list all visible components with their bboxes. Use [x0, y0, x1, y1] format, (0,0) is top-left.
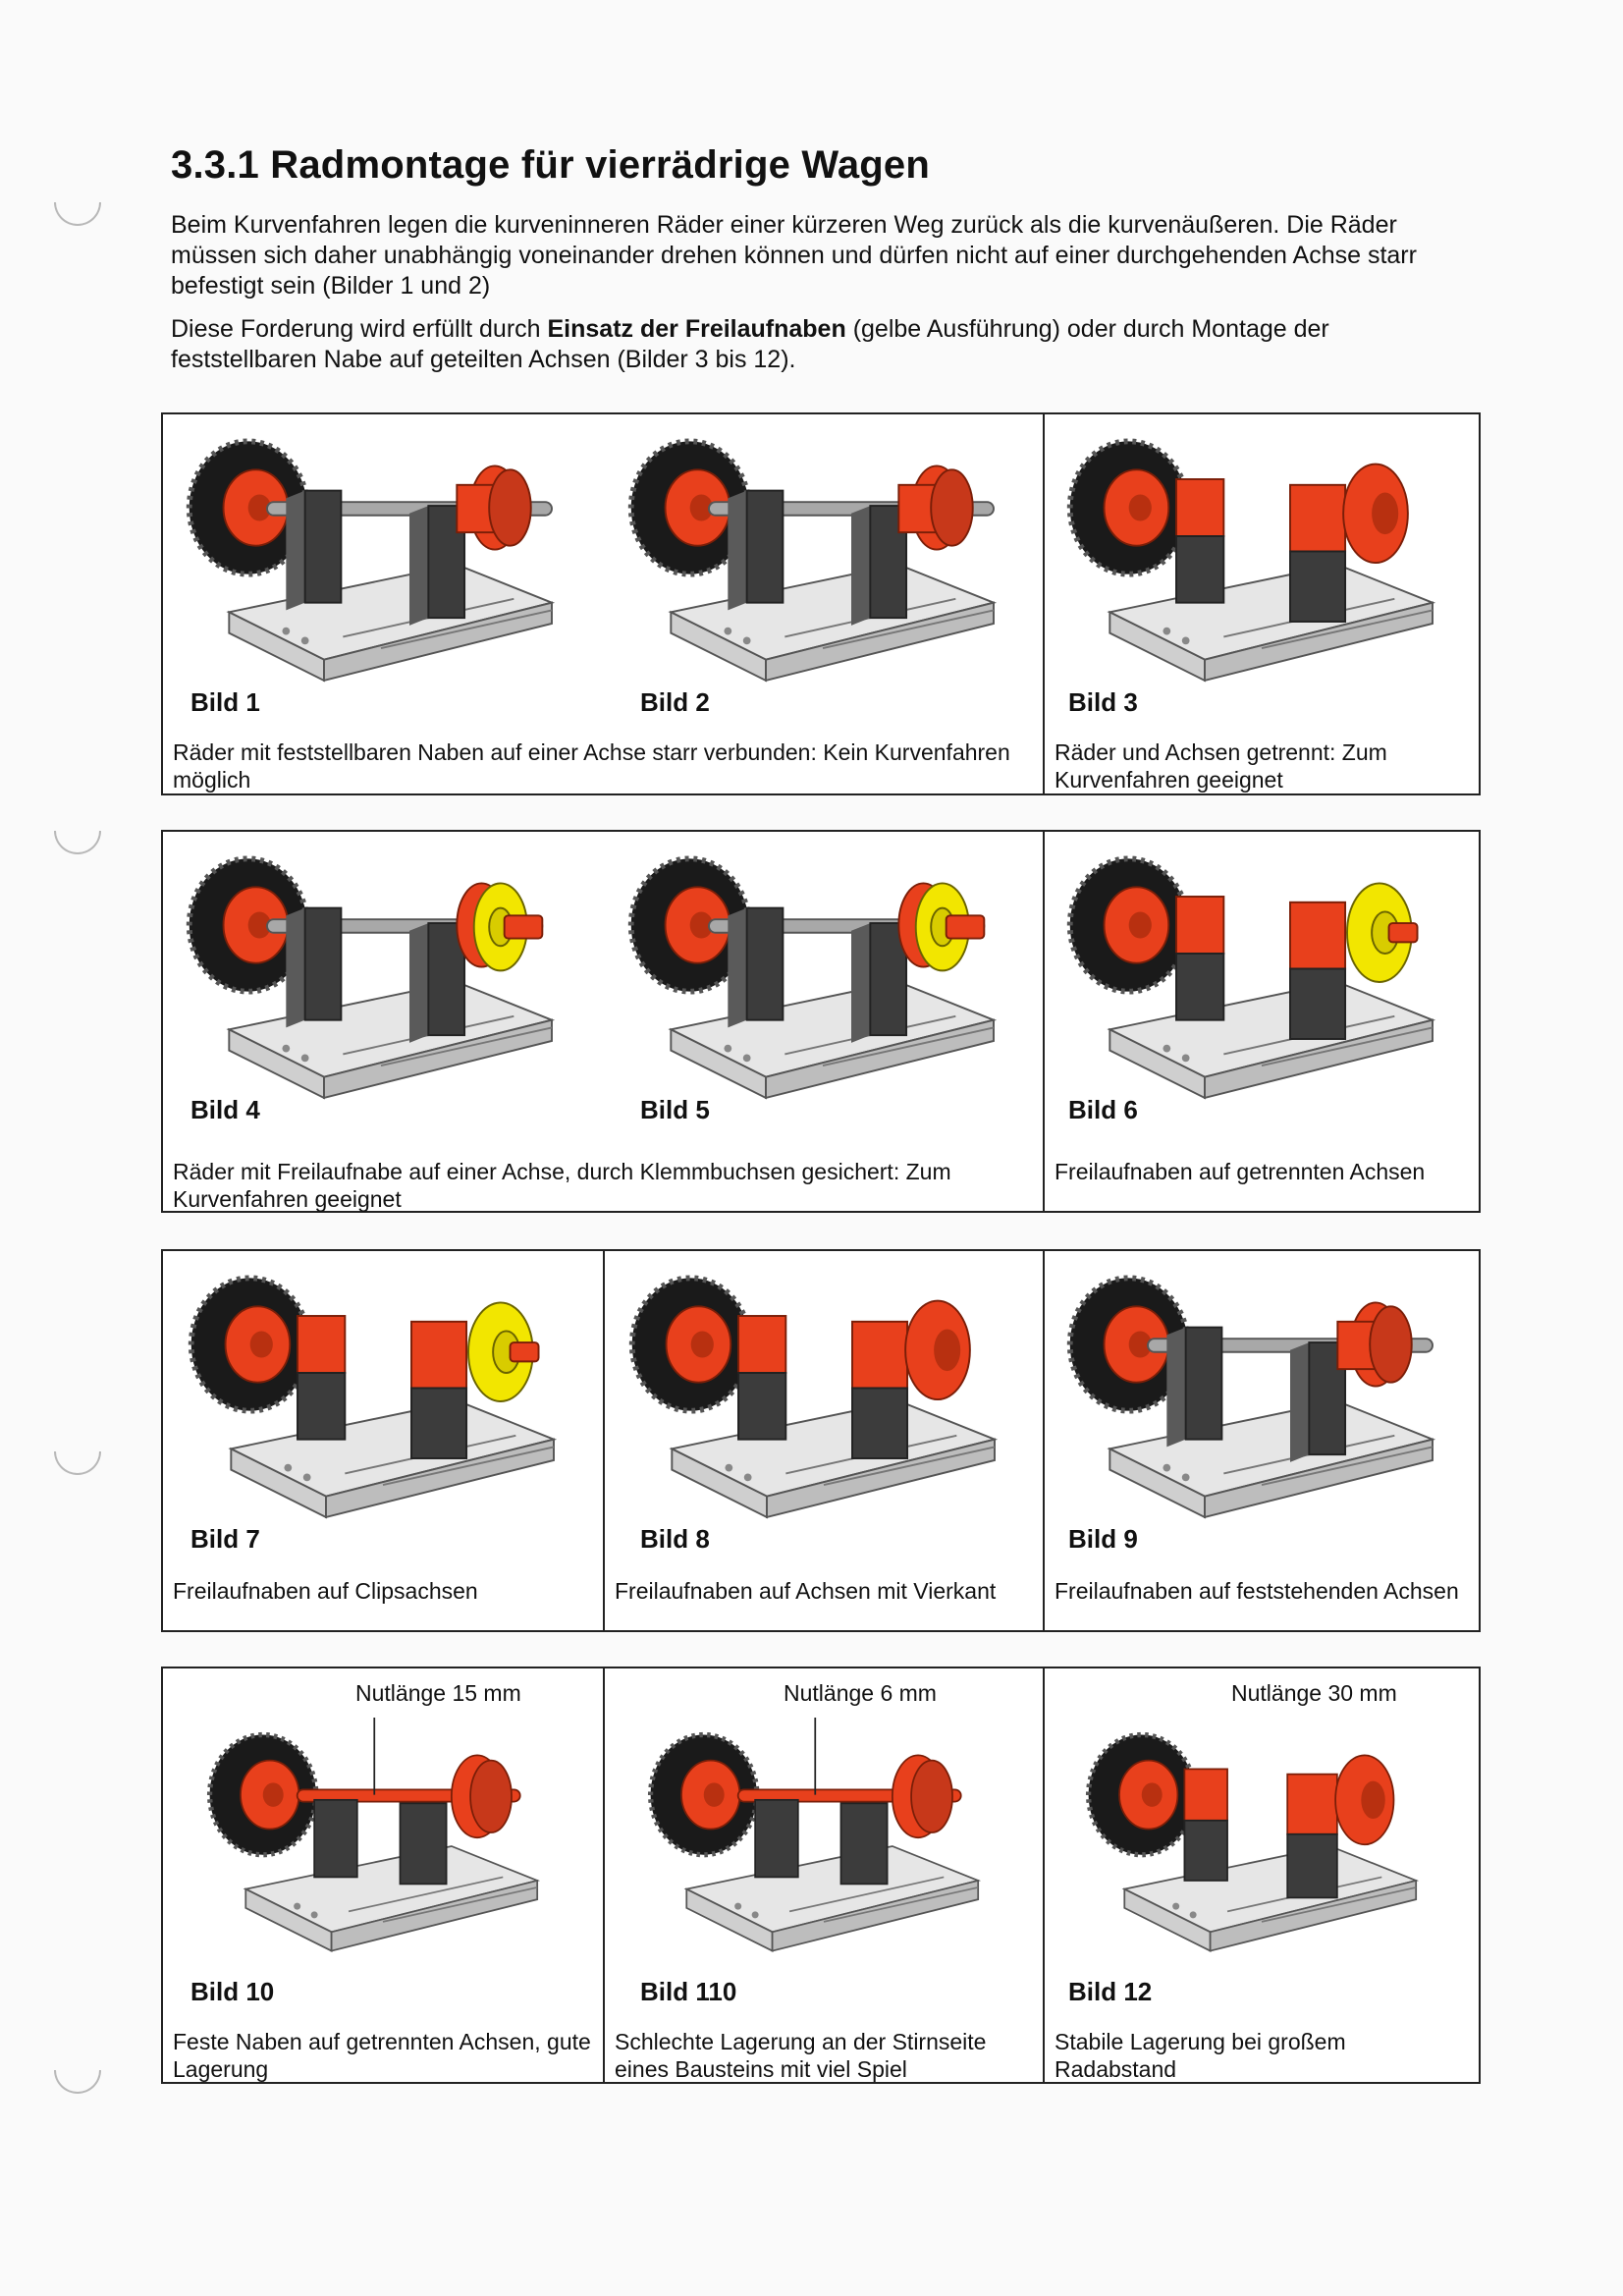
assembly-graphic: [1089, 1734, 1417, 1950]
figure-label: Bild 4: [190, 1095, 260, 1124]
figure-group-bild-7: Bild 7 Freilaufnaben auf Clipsachsen: [163, 1251, 603, 1630]
figure-caption: Freilaufnaben auf Clipsachsen: [173, 1578, 478, 1604]
figure-row-2: Bild 4 Bild 5 Räder mit Freilaufnabe auf…: [161, 830, 1481, 1213]
bearing-illustration: [171, 1718, 595, 1975]
figure-group-bild-12: Nutlänge 30 mm Bild 12 Stabile Lagerung …: [1043, 1668, 1479, 2082]
assembly-graphic: [191, 1278, 554, 1517]
groove-length-label: Nutlänge 6 mm: [784, 1680, 937, 1706]
figure-group-bild-4-5: Bild 4 Bild 5 Räder mit Freilaufnabe auf…: [163, 832, 1043, 1212]
bild-4-drawing: [171, 840, 591, 1124]
punch-hole-mark: [54, 831, 101, 854]
figure-group-bild-9: Bild 9 Freilaufnaben auf feststehenden A…: [1043, 1251, 1479, 1630]
figure-label: Bild 5: [640, 1095, 710, 1124]
requirement-text-start: Diese Forderung wird erfüllt durch: [171, 315, 548, 343]
bearing-illustration: [1053, 1718, 1471, 1975]
punch-hole-mark: [54, 2070, 101, 2094]
bild-5-drawing: [613, 840, 1033, 1124]
assembly-graphic: [1070, 441, 1433, 681]
figure-label: Bild 7: [190, 1524, 260, 1554]
figure-label: Bild 10: [190, 1977, 275, 2006]
figure-group-bild-10: Nutlänge 15 mm Bild 10 Feste Naben auf g…: [163, 1668, 603, 2082]
figure-label: Bild 9: [1068, 1524, 1138, 1554]
square-axle-illustration: [613, 1259, 1035, 1544]
figure-caption: Feste Naben auf getrennten Achsen, gute …: [173, 2029, 591, 2082]
assembly-graphic: [632, 1278, 995, 1517]
bild-8-drawing: [613, 1259, 1035, 1544]
bild-7-drawing: [171, 1259, 595, 1544]
bild-2-drawing: [613, 422, 1033, 707]
requirement-text-bold: Einsatz der Freilaufnaben: [547, 315, 846, 343]
figure-row-4: Nutlänge 15 mm Bild 10 Feste Naben auf g…: [161, 1667, 1481, 2084]
wheel-axle-yellow-hub-illustration: [171, 840, 591, 1124]
figure-caption: Räder mit feststellbaren Naben auf einer…: [173, 739, 1010, 793]
figure-group-bild-8: Bild 8 Freilaufnaben auf Achsen mit Vier…: [603, 1251, 1043, 1630]
bild-9-drawing: [1053, 1259, 1471, 1544]
figure-group-bild-110: Nutlänge 6 mm Bild 110 Schlechte Lagerun…: [603, 1668, 1043, 2082]
figure-label: Bild 6: [1068, 1095, 1138, 1124]
fixed-axle-illustration: [1053, 1259, 1471, 1544]
bild-10-drawing: [171, 1718, 595, 1975]
figure-caption: Stabile Lagerung bei großem Radabstand: [1055, 2029, 1346, 2082]
bearing-illustration: [613, 1718, 1035, 1975]
clip-axle-illustration: [171, 1259, 595, 1544]
requirement-text-end: (gelbe Ausführung) oder durch Montage de…: [171, 315, 1329, 373]
figure-group-bild-3: Bild 3 Räder und Achsen getrennt: Zum Ku…: [1043, 414, 1479, 793]
figure-label: Bild 110: [640, 1977, 737, 2006]
intro-paragraph: Beim Kurvenfahren legen die kurveninnere…: [171, 211, 1417, 300]
figure-caption: Freilaufnaben auf Achsen mit Vierkant: [615, 1578, 997, 1604]
bild-110-drawing: [613, 1718, 1035, 1975]
assembly-graphic: [631, 858, 994, 1098]
assembly-graphic: [1070, 858, 1433, 1098]
figure-row-1: Bild 1 Bild 2 Räder mit feststellbaren N…: [161, 412, 1481, 795]
groove-length-label: Nutlänge 30 mm: [1231, 1680, 1397, 1706]
groove-length-label: Nutlänge 15 mm: [355, 1680, 521, 1706]
bild-6-drawing: [1053, 840, 1471, 1124]
split-axle-yellow-hub-illustration: [1053, 840, 1471, 1124]
punch-hole-mark: [54, 202, 101, 226]
assembly-graphic: [651, 1718, 979, 1951]
wheel-axle-red-hub-illustration: [171, 422, 591, 707]
figure-label: Bild 1: [190, 687, 260, 717]
figure-caption: Freilaufnaben auf getrennten Achsen: [1055, 1159, 1426, 1184]
assembly-graphic: [1070, 1278, 1433, 1517]
assembly-graphic: [210, 1718, 538, 1951]
wheel-axle-yellow-hub-illustration: [613, 840, 1033, 1124]
punch-hole-mark: [54, 1451, 101, 1475]
figure-label: Bild 12: [1068, 1977, 1153, 2006]
figure-caption: Schlechte Lagerung an der Stirnseite ein…: [615, 2029, 987, 2082]
assembly-graphic: [189, 858, 552, 1098]
assembly-graphic: [189, 441, 552, 681]
wheel-axle-red-hub-illustration: [613, 422, 1033, 707]
figure-label: Bild 2: [640, 687, 710, 717]
bild-3-drawing: [1053, 422, 1471, 707]
split-axle-red-hub-illustration: [1053, 422, 1471, 707]
figure-group-bild-1-2: Bild 1 Bild 2 Räder mit feststellbaren N…: [163, 414, 1043, 793]
figure-group-bild-6: Bild 6 Freilaufnaben auf getrennten Achs…: [1043, 832, 1479, 1211]
page-title: 3.3.1 Radmontage für vierrädrige Wagen: [171, 143, 930, 187]
figure-label: Bild 3: [1068, 687, 1138, 717]
requirement-paragraph: Diese Forderung wird erfüllt durch Einsa…: [171, 314, 1469, 375]
figure-row-3: Bild 7 Freilaufnaben auf Clipsachsen Bil…: [161, 1249, 1481, 1632]
figure-caption: Räder und Achsen getrennt: Zum Kurvenfah…: [1055, 739, 1387, 793]
figure-caption: Räder mit Freilaufnabe auf einer Achse, …: [173, 1159, 951, 1212]
figure-label: Bild 8: [640, 1524, 710, 1554]
bild-12-drawing: [1053, 1718, 1471, 1975]
figure-caption: Freilaufnaben auf feststehenden Achsen: [1055, 1578, 1459, 1604]
bild-1-drawing: [171, 422, 591, 707]
assembly-graphic: [631, 441, 994, 681]
